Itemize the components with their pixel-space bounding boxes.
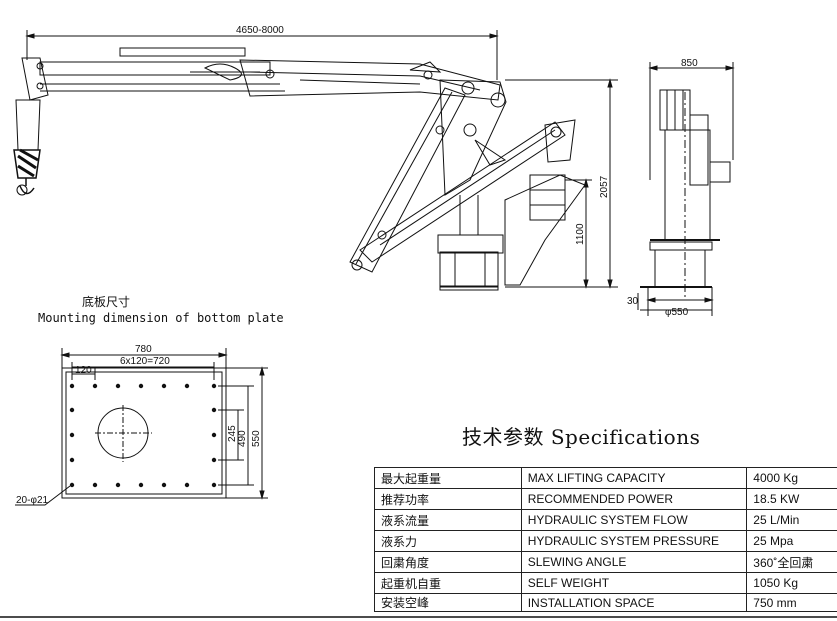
crane-elevation — [13, 30, 618, 291]
spec-value: 18.5 KW — [746, 488, 837, 510]
spec-value: 360˚全回粛 — [746, 551, 837, 573]
bolt-hole — [138, 482, 144, 488]
bolt-spacing-label: 6x120=720 — [120, 356, 170, 367]
base-thickness-label: 30 — [627, 296, 639, 307]
bolt-hole — [211, 482, 217, 488]
spec-label-en: HYDRAULIC SYSTEM PRESSURE — [520, 530, 748, 552]
spec-label-cn: 最大起重量 — [374, 467, 522, 489]
bolt-hole — [184, 482, 190, 488]
bolt-hole — [115, 383, 121, 389]
first-spacing-label: 120 — [75, 365, 92, 376]
height-dimension-label: 2057 — [599, 175, 610, 198]
spec-row: 回粛角度 SLEWING ANGLE 360˚全回粛 — [374, 551, 837, 573]
bolt-hole — [115, 482, 121, 488]
bottom-plate-drawing — [15, 348, 268, 506]
lift-cylinder — [359, 121, 566, 263]
reach-dimension-label: 4650-8000 — [236, 25, 284, 36]
spec-label-cn: 安装空峰 — [374, 593, 522, 612]
spec-label-cn: 推荐功率 — [374, 488, 522, 510]
spec-label-cn: 回粛角度 — [374, 551, 522, 573]
bolt-hole — [69, 383, 75, 389]
bolt-hole — [184, 383, 190, 389]
specifications-table: 最大起重量 MAX LIFTING CAPACITY 4000 Kg 推荐功率 … — [374, 467, 837, 612]
lower-boom — [349, 87, 466, 273]
bolt-hole — [211, 432, 217, 438]
spec-label-cn: 起重机自重 — [374, 572, 522, 594]
hole-spec-label: 20-φ21 — [16, 495, 48, 506]
plate-title-cn: 底板尺寸 — [82, 295, 131, 309]
spec-value: 25 L/Min — [746, 509, 837, 531]
plate-title-en: Mounting dimension of bottom plate — [38, 311, 284, 325]
spec-label-en: SLEWING ANGLE — [520, 551, 748, 573]
bolt-hole — [161, 383, 167, 389]
knuckle-frame — [439, 79, 507, 196]
spec-row: 起重机自重 SELF WEIGHT 1050 Kg — [374, 572, 837, 594]
spec-row: 安装空峰 INSTALLATION SPACE 750 mm — [374, 593, 837, 612]
crane-side-view — [637, 62, 735, 316]
bolt-hole — [92, 482, 98, 488]
spec-label-en: SELF WEIGHT — [520, 572, 748, 594]
spec-row: 液系力 HYDRAULIC SYSTEM PRESSURE 25 Mpa — [374, 530, 837, 552]
bolt-hole — [92, 383, 98, 389]
bolt-hole — [211, 457, 217, 463]
spec-label-en: HYDRAULIC SYSTEM FLOW — [520, 509, 748, 531]
bolt-hole — [211, 407, 217, 413]
inner-height-label: 245 — [227, 425, 238, 442]
hook-block — [15, 99, 41, 151]
spec-label-en: MAX LIFTING CAPACITY — [520, 467, 748, 489]
column-height-label: 1100 — [575, 223, 586, 245]
spec-row: 液系流量 HYDRAULIC SYSTEM FLOW 25 L/Min — [374, 509, 837, 531]
bolt-hole — [69, 432, 75, 438]
column-diameter-label: φ550 — [665, 307, 689, 318]
bolt-hole — [69, 407, 75, 413]
plate-width-label: 780 — [135, 344, 152, 355]
bolt-holes — [69, 383, 217, 488]
spec-value: 1050 Kg — [746, 572, 837, 594]
spec-label-en: INSTALLATION SPACE — [520, 593, 748, 612]
plate-height-label: 550 — [251, 430, 262, 447]
bolt-hole — [138, 383, 144, 389]
spec-value: 750 mm — [746, 593, 837, 612]
spec-row: 推荐功率 RECOMMENDED POWER 18.5 KW — [374, 488, 837, 510]
spec-value: 4000 Kg — [746, 467, 837, 489]
bolt-hole — [69, 482, 75, 488]
bolt-hole — [69, 457, 75, 463]
specifications-title: 技术参数 Specifications — [462, 425, 701, 449]
bolt-hole — [161, 482, 167, 488]
spec-row: 最大起重量 MAX LIFTING CAPACITY 4000 Kg — [374, 467, 837, 489]
side-width-label: 850 — [681, 58, 698, 69]
bolt-hole — [211, 383, 217, 389]
spec-label-cn: 液系流量 — [374, 509, 522, 531]
spec-value: 25 Mpa — [746, 530, 837, 552]
bolt-height-label: 490 — [237, 430, 248, 447]
bottom-plate — [61, 367, 227, 499]
spec-label-en: RECOMMENDED POWER — [520, 488, 748, 510]
spec-label-cn: 液系力 — [374, 530, 522, 552]
crane-column — [439, 251, 499, 288]
main-boom — [239, 59, 501, 101]
